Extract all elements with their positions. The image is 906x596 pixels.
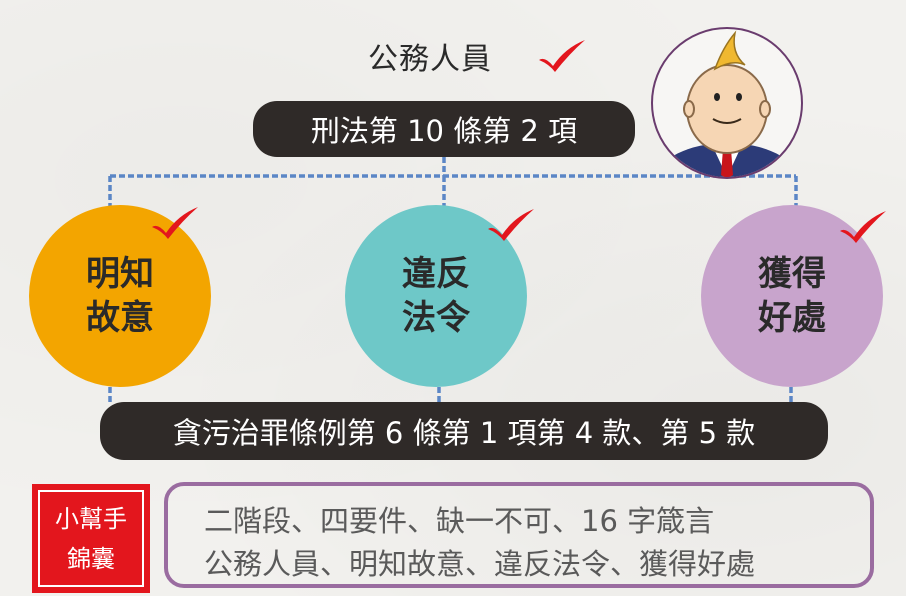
element-label-line1: 違反 <box>402 254 470 294</box>
tip-line-1: 二階段、四要件、缺一不可、16 字箴言 <box>204 504 715 538</box>
element-circle-knowingly: 明知故意 <box>29 205 211 387</box>
element-label-line1: 明知 <box>86 254 154 294</box>
criminal-code-pill: 刑法第 10 條第 2 項 <box>253 101 635 157</box>
subject-title: 公務人員 <box>368 42 492 77</box>
helper-label-line2: 錦囊 <box>67 544 115 573</box>
check-mark-icon <box>152 207 198 239</box>
element-circle-violate-law: 違反法令 <box>345 205 527 387</box>
helper-label-line1: 小幫手 <box>55 504 127 533</box>
tip-line-2: 公務人員、明知故意、違反法令、獲得好處 <box>204 547 756 581</box>
anti-corruption-act-pill: 貪污治罪條例第 6 條第 1 項第 4 款、第 5 款 <box>100 402 828 460</box>
check-mark-icon <box>840 211 886 243</box>
element-circle-gain-benefit: 獲得好處 <box>701 205 883 387</box>
tip-box: 二階段、四要件、缺一不可、16 字箴言 公務人員、明知故意、違反法令、獲得好處 <box>164 482 874 588</box>
element-label-line2: 故意 <box>86 298 154 338</box>
official-avatar-icon <box>651 27 803 179</box>
element-label-line2: 好處 <box>758 298 826 338</box>
element-label-line1: 獲得 <box>758 254 826 294</box>
check-mark-icon <box>488 209 534 241</box>
helper-badge: 小幫手 錦囊 <box>32 484 150 593</box>
check-mark-icon <box>539 40 585 72</box>
element-label-line2: 法令 <box>402 298 470 338</box>
